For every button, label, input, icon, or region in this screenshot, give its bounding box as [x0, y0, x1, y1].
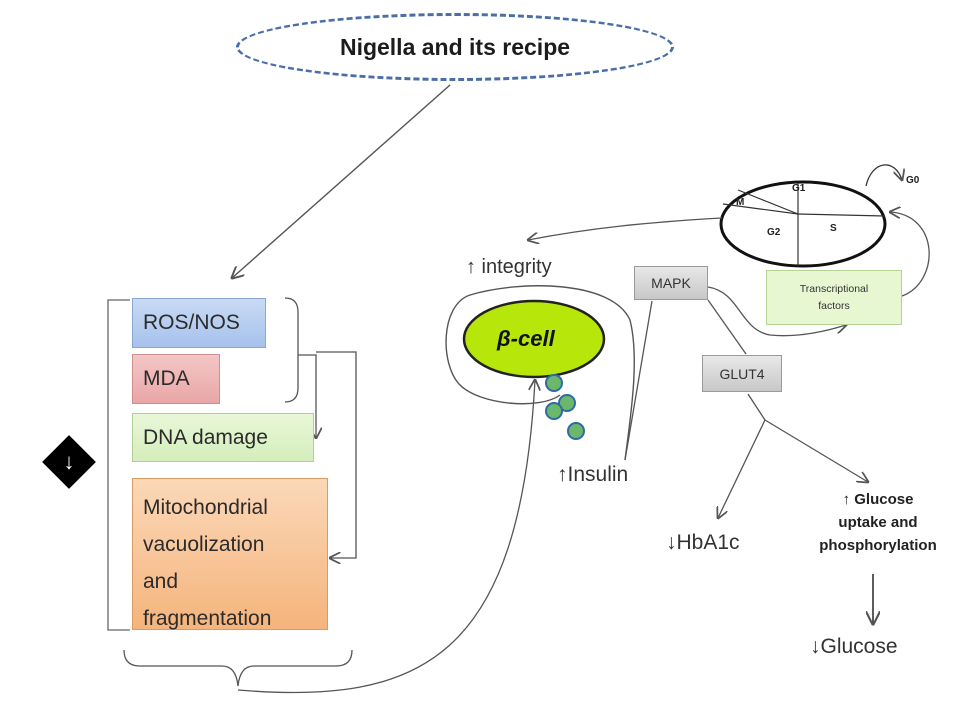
phase-g2-label: G2	[767, 227, 781, 238]
mda-label: MDA	[143, 367, 190, 390]
tf-to-cycle-arrow	[890, 212, 930, 297]
glut4-label: GLUT4	[719, 365, 765, 382]
title-to-panel-arrow	[232, 84, 451, 278]
transcription-factors-box: Transcriptional factors	[766, 270, 902, 325]
insulin-granule	[558, 394, 576, 412]
ros-nos-box: ROS/NOS	[132, 298, 266, 348]
cell-cycle-divider	[797, 213, 886, 217]
brace-to-betacell-arrow	[237, 380, 535, 694]
glucose-uptake-label: ↑ Glucose uptake and phosphorylation	[800, 488, 956, 557]
glucose-label: ↓Glucose	[810, 635, 898, 658]
beta-cell-body	[462, 299, 606, 379]
glut4-to-uptake-arrow	[764, 419, 868, 482]
mito-label-line: Mitochondrial	[143, 496, 268, 519]
left-bracket	[107, 299, 130, 631]
phase-s-label: S	[830, 223, 837, 234]
glut4-box: GLUT4	[702, 355, 782, 392]
mapk-label: MAPK	[651, 275, 691, 291]
uptake-line: ↑ Glucose	[842, 491, 914, 508]
mito-label: Mitochondrial vacuolization and fragment…	[143, 489, 271, 637]
ros-mda-bracket	[284, 297, 299, 403]
cell-cycle-divider	[722, 203, 799, 215]
cycle-to-integrity-arrow	[528, 217, 723, 240]
tf-label-line: factors	[818, 299, 850, 312]
bracket-to-mito-arrow	[316, 351, 357, 558]
phase-m-label: M	[736, 197, 745, 208]
bottom-brace	[123, 649, 353, 687]
mapk-box: MAPK	[634, 266, 708, 300]
title-oval: Nigella and its recipe	[236, 13, 674, 81]
phase-g1-label: G1	[792, 183, 806, 194]
mapk-to-tf-arrow	[707, 286, 846, 337]
title-text: Nigella and its recipe	[339, 33, 571, 60]
mito-label-line: and	[143, 570, 179, 593]
uptake-line: uptake and	[838, 514, 918, 531]
glut4-to-hba1c-arrow	[718, 419, 766, 518]
beta-cell-label: β-cell	[497, 326, 555, 351]
g0-exit-arrow	[865, 164, 902, 187]
insulin-granule	[567, 422, 585, 440]
tf-label-line: Transcriptional	[799, 282, 869, 295]
dna-damage-label: DNA damage	[143, 425, 268, 449]
glut4-down-line	[747, 393, 766, 421]
insulin-to-mapk-line	[624, 300, 653, 461]
uptake-line: phosphorylation	[819, 537, 937, 554]
mito-box: Mitochondrial vacuolization and fragment…	[132, 478, 328, 630]
dna-damage-box: DNA damage	[132, 413, 314, 462]
cell-cycle-divider	[737, 189, 799, 215]
decrease-badge-icon: ↓	[63, 449, 75, 474]
insulin-granule	[545, 402, 563, 420]
mito-label-line: fragmentation	[143, 607, 272, 630]
mito-label-line: vacuolization	[143, 533, 265, 556]
mapk-to-glut4-line	[707, 299, 747, 355]
ros-nos-label: ROS/NOS	[143, 311, 240, 334]
cell-cycle-ring	[719, 180, 887, 268]
insulin-granule	[545, 374, 563, 392]
hba1c-label: ↓HbA1c	[666, 531, 740, 554]
g0-label: G0	[906, 175, 920, 186]
mda-box: MDA	[132, 354, 220, 404]
insulin-label: ↑Insulin	[557, 463, 629, 486]
integrity-label: ↑ integrity	[466, 256, 552, 278]
bracket-to-dna-arrow	[298, 354, 316, 438]
beta-cell-membrane	[445, 285, 635, 461]
